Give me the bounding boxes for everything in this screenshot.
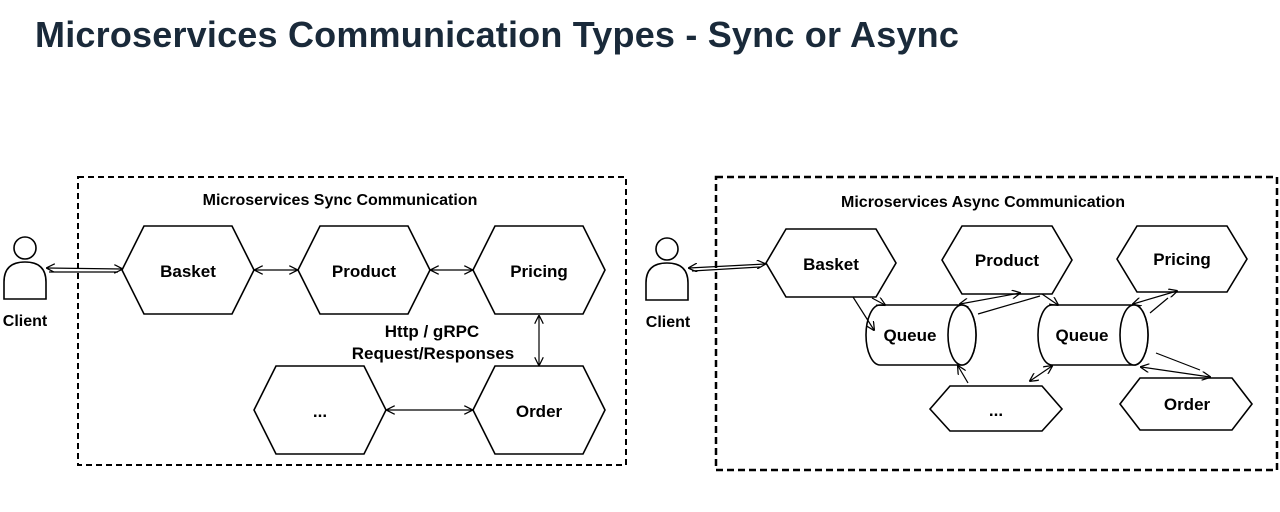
- sync-basket-node: Basket: [121, 225, 255, 315]
- async-queue2-ellipsis-arrow: [1030, 366, 1052, 381]
- sync-order-node: Order: [472, 365, 606, 455]
- sync-basket-label: Basket: [160, 262, 216, 281]
- async-queue1: Queue: [865, 304, 977, 366]
- async-basket-queue1-arrow: [852, 296, 874, 330]
- sync-pricing-label: Pricing: [510, 262, 568, 281]
- async-queue1-label: Queue: [884, 326, 937, 345]
- sync-product-node: Product: [297, 225, 431, 315]
- sync-protocol-line2: Request/Responses: [352, 344, 515, 363]
- async-client-icon: [645, 237, 689, 301]
- async-order-node: Order: [1118, 377, 1254, 431]
- page-title: Microservices Communication Types - Sync…: [35, 14, 960, 55]
- async-queue2-order-arrow: [1141, 367, 1210, 377]
- async-panel: Microservices Async Communication Client…: [645, 175, 1279, 472]
- async-queue2-pricing-arrow: [1133, 291, 1177, 304]
- async-queue2-pricing-arrow-sketch: [1149, 297, 1169, 314]
- async-order-label: Order: [1164, 395, 1211, 414]
- sync-order-label: Order: [516, 402, 563, 421]
- async-basket-node: Basket: [765, 228, 897, 298]
- sync-product-label: Product: [332, 262, 397, 281]
- sync-caption: Microservices Sync Communication: [203, 192, 478, 209]
- sync-client-icon: [3, 236, 47, 300]
- async-queue1-ellipsis-arrow: [958, 366, 969, 384]
- async-queue2-label: Queue: [1056, 326, 1109, 345]
- async-basket-label: Basket: [803, 255, 859, 274]
- async-pricing-node: Pricing: [1116, 225, 1248, 293]
- async-product-node: Product: [941, 225, 1073, 295]
- sync-client-basket-arrow: [47, 268, 122, 269]
- async-product-label: Product: [975, 251, 1040, 270]
- async-queue1-product-arrow: [960, 293, 1020, 304]
- sync-pricing-node: Pricing: [472, 225, 606, 315]
- sync-ellipsis-label: ...: [313, 402, 327, 421]
- sync-protocol-line1: Http / gRPC: [385, 322, 479, 341]
- sync-client-label: Client: [3, 313, 48, 330]
- async-client-basket-arrow: [689, 264, 765, 268]
- async-client-basket-arrow-sketch: [691, 266, 761, 272]
- async-boundary: [714, 175, 1279, 472]
- async-pricing-label: Pricing: [1153, 250, 1211, 269]
- async-queue2: Queue: [1037, 304, 1149, 366]
- async-product-queue2-arrow: [1041, 293, 1058, 305]
- sync-boundary: [77, 176, 627, 466]
- async-ellipsis-node: ...: [928, 385, 1064, 432]
- async-queue1-product-arrow-sketch: [977, 295, 1041, 315]
- async-caption: Microservices Async Communication: [841, 194, 1125, 211]
- async-client-label: Client: [646, 314, 691, 331]
- async-ellipsis-label: ...: [989, 401, 1003, 420]
- async-queue2-order-arrow-sketch: [1155, 352, 1201, 371]
- sync-ellipsis-node: ...: [253, 365, 387, 455]
- async-queue1-basket-arrow: [871, 298, 885, 305]
- sync-panel: Microservices Sync Communication Client …: [3, 176, 627, 466]
